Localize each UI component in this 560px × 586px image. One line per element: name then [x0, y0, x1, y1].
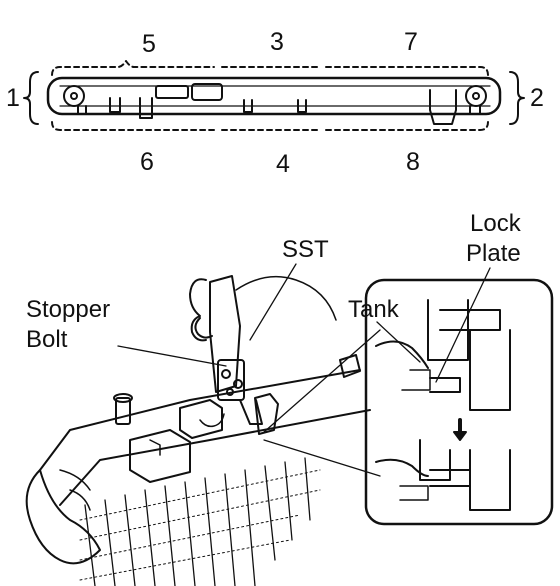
bracket-label-2: 2: [530, 84, 544, 112]
section-label-6: 6: [140, 148, 154, 176]
radiator-core-with-sst: [25, 275, 371, 586]
section-label-3: 3: [270, 28, 284, 56]
section-label-4: 4: [276, 150, 290, 178]
lock-plate-detail: [364, 278, 554, 526]
callout-lock-plate-line2: Plate: [466, 240, 521, 267]
bracket-label-1: 1: [6, 84, 20, 112]
section-label-5: 5: [142, 30, 156, 58]
section-label-7: 7: [404, 28, 418, 56]
callout-tank: Tank: [348, 296, 399, 323]
callout-stopper-bolt-line2: Bolt: [26, 326, 68, 353]
caulking-order-diagram: [23, 60, 525, 131]
section-label-8: 8: [406, 148, 420, 176]
callout-stopper-bolt-line1: Stopper: [26, 296, 111, 323]
leader-lines: [117, 263, 491, 477]
callout-sst: SST: [282, 236, 329, 263]
callout-lock-plate-line1: Lock: [470, 210, 521, 237]
